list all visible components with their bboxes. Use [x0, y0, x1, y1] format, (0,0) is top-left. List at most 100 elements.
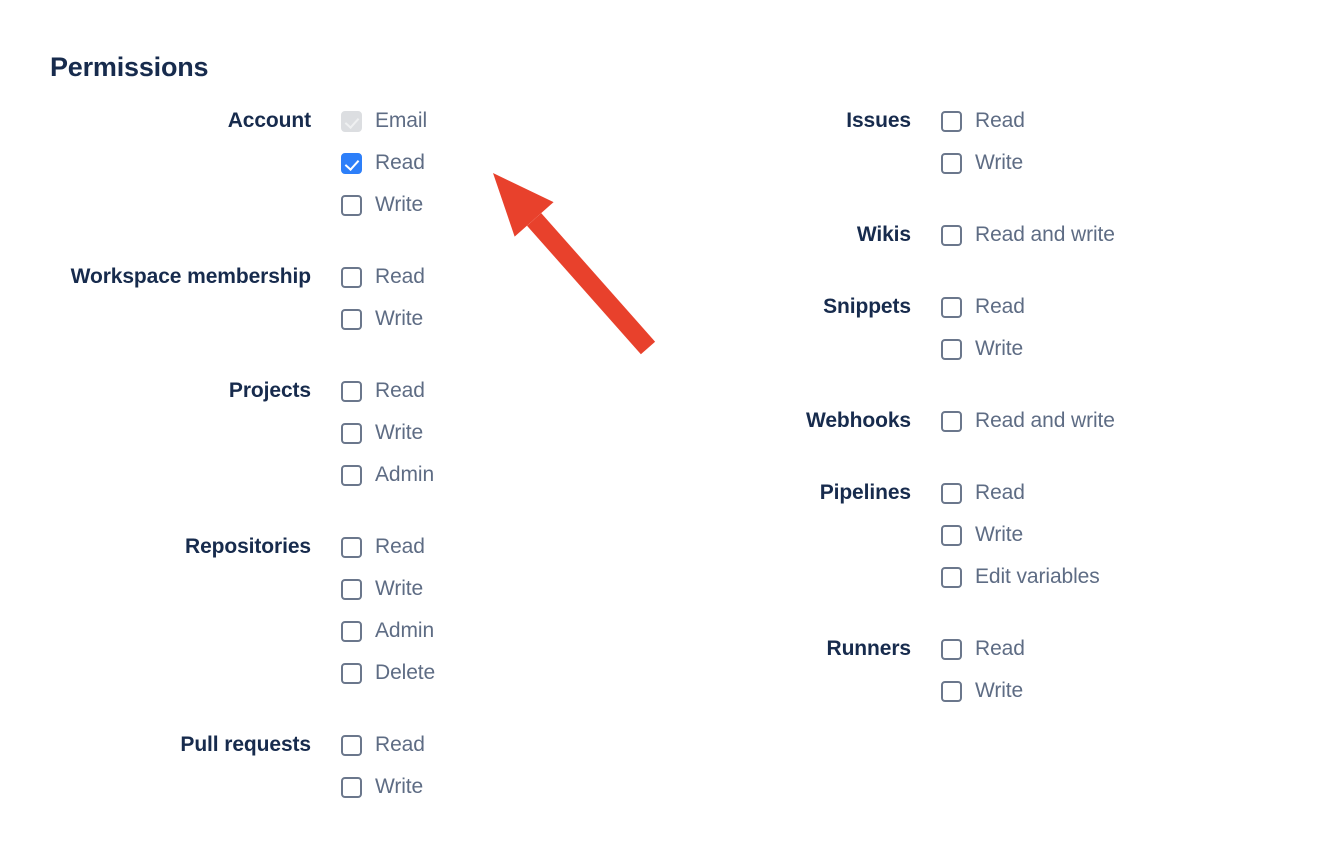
permission-group-label: Account: [227, 109, 311, 132]
permission-option-row[interactable]: Read: [341, 526, 660, 568]
permission-option-row[interactable]: Write: [341, 568, 660, 610]
checkbox-icon[interactable]: [941, 152, 962, 174]
permission-option-label: Write: [375, 775, 424, 798]
permission-option-row[interactable]: Write: [941, 670, 1322, 712]
checkbox-icon[interactable]: [341, 380, 362, 402]
permission-group-label: Projects: [228, 379, 311, 402]
permission-option-label: Read: [375, 535, 425, 558]
permission-group-label: Pull requests: [180, 733, 311, 756]
permission-option-row[interactable]: Delete: [341, 652, 660, 694]
checkbox-icon[interactable]: [941, 482, 962, 504]
permission-option-row[interactable]: Edit variables: [941, 556, 1322, 598]
permission-option-label: Edit variables: [975, 565, 1100, 588]
permission-option-row[interactable]: Read and write: [941, 400, 1322, 442]
permission-group-options: Read and write: [941, 214, 1322, 256]
permission-option-row[interactable]: Write: [941, 514, 1322, 556]
permission-option-label: Read and write: [975, 223, 1115, 246]
permission-option-label: Email: [375, 109, 428, 132]
checkbox-icon[interactable]: [941, 524, 962, 546]
permission-option-row[interactable]: Write: [341, 298, 660, 340]
checkbox-icon[interactable]: [941, 566, 962, 588]
permission-option-row[interactable]: Read: [341, 256, 660, 298]
permission-group-label: Runners: [826, 637, 912, 660]
checkbox-icon[interactable]: [341, 662, 362, 684]
checkbox-icon[interactable]: [941, 110, 962, 132]
permission-option-label: Read and write: [975, 409, 1115, 432]
permission-option-row[interactable]: Read: [341, 142, 660, 184]
permission-option-row[interactable]: Write: [341, 766, 660, 808]
checkbox-icon[interactable]: [341, 536, 362, 558]
permission-group-label: Pipelines: [819, 481, 911, 504]
checkbox-icon[interactable]: [341, 776, 362, 798]
permission-option-label: Write: [975, 523, 1024, 546]
permission-option-label: Admin: [375, 463, 435, 486]
checkbox-icon[interactable]: [941, 338, 962, 360]
permission-group-label: Wikis: [856, 223, 911, 246]
checkbox-icon[interactable]: [341, 308, 362, 330]
permission-option-row[interactable]: Read: [941, 628, 1322, 670]
permission-option-row[interactable]: Write: [341, 184, 660, 226]
permission-option-row[interactable]: Admin: [341, 454, 660, 496]
permission-option-row[interactable]: Read: [941, 100, 1322, 142]
checkbox-icon[interactable]: [941, 224, 962, 246]
permission-option-label: Write: [375, 307, 424, 330]
checkbox-icon[interactable]: [341, 734, 362, 756]
permission-option-label: Read: [975, 637, 1025, 660]
permission-option-row[interactable]: Read: [941, 472, 1322, 514]
checkbox-icon[interactable]: [341, 422, 362, 444]
checkbox-icon[interactable]: [341, 152, 362, 174]
checkbox-icon[interactable]: [941, 296, 962, 318]
permission-group-label: Snippets: [823, 295, 911, 318]
permission-option-label: Read: [375, 265, 425, 288]
permission-option-label: Write: [975, 337, 1024, 360]
checkbox-icon[interactable]: [341, 464, 362, 486]
permission-option-label: Read: [975, 481, 1025, 504]
permission-option-row[interactable]: Write: [941, 328, 1322, 370]
checkbox-icon[interactable]: [341, 578, 362, 600]
permission-option-label: Read: [375, 379, 425, 402]
permission-group-label: Workspace membership: [70, 265, 311, 288]
permission-option-label: Delete: [375, 661, 436, 684]
checkbox-icon[interactable]: [341, 194, 362, 216]
permission-option-label: Read: [375, 733, 425, 756]
permission-option-label: Write: [975, 679, 1024, 702]
permission-option-label: Write: [375, 193, 424, 216]
checkbox-icon[interactable]: [341, 266, 362, 288]
checkbox-icon[interactable]: [941, 680, 962, 702]
permission-option-row[interactable]: Read: [341, 724, 660, 766]
permission-option-label: Write: [375, 421, 424, 444]
checkbox-icon[interactable]: [341, 620, 362, 642]
permission-group-options: Read and write: [941, 400, 1322, 442]
permission-option-label: Admin: [375, 619, 435, 642]
permission-option-label: Write: [975, 151, 1024, 174]
permission-option-row[interactable]: Write: [941, 142, 1322, 184]
permission-option-row[interactable]: Admin: [341, 610, 660, 652]
checkbox-icon[interactable]: [941, 410, 962, 432]
checkbox-icon[interactable]: [941, 638, 962, 660]
permission-option-row[interactable]: Write: [341, 412, 660, 454]
permission-option-label: Read: [975, 295, 1025, 318]
permission-option-row[interactable]: Email: [341, 100, 660, 142]
permission-option-row[interactable]: Read and write: [941, 214, 1322, 256]
page-title: Permissions: [50, 52, 209, 82]
permission-option-label: Read: [375, 151, 425, 174]
permission-option-row[interactable]: Read: [941, 286, 1322, 328]
permission-option-row[interactable]: Read: [341, 370, 660, 412]
